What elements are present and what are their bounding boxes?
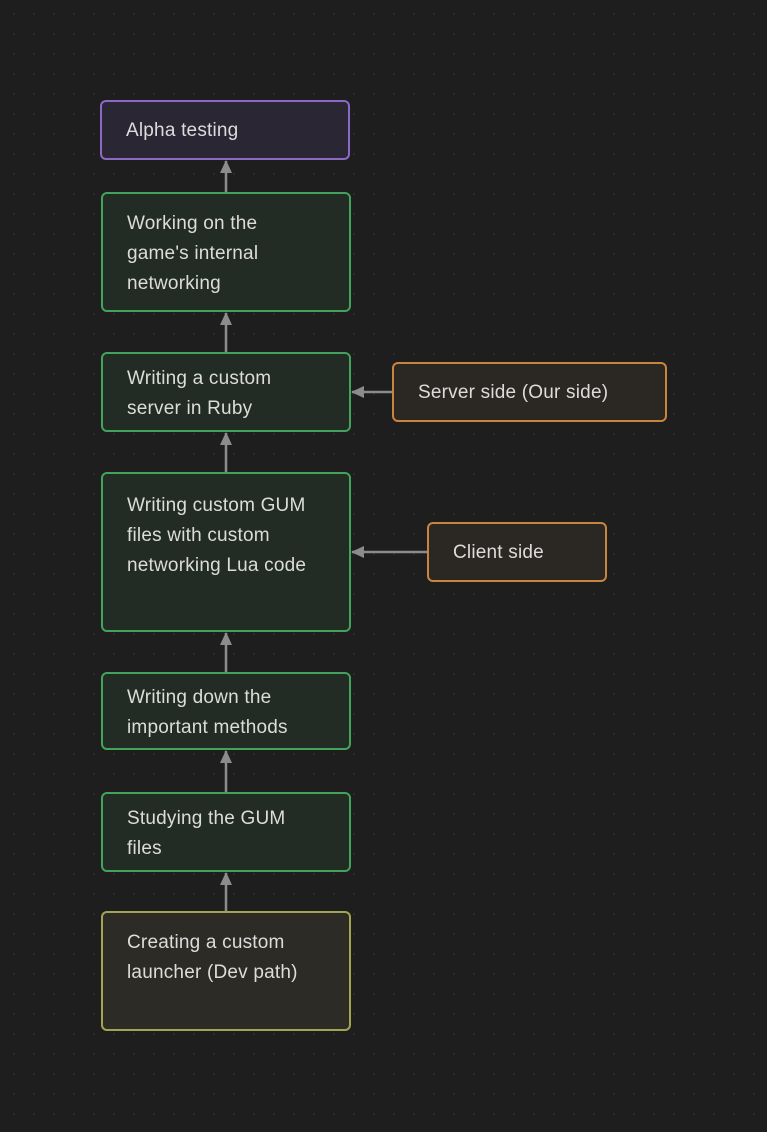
node-custom-server[interactable]: Writing a custom server in Ruby <box>101 352 351 432</box>
node-custom-server-label: Writing a custom server in Ruby <box>127 368 272 419</box>
node-server-side[interactable]: Server side (Our side) <box>392 362 667 422</box>
node-internal-networking[interactable]: Working on the game's internal networkin… <box>101 192 351 312</box>
node-server-side-label: Server side (Our side) <box>418 382 609 403</box>
node-important-methods[interactable]: Writing down the important methods <box>101 672 351 750</box>
node-client-side[interactable]: Client side <box>427 522 607 582</box>
node-studying-gum[interactable]: Studying the GUM files <box>101 792 351 872</box>
node-internal-networking-label: Working on the game's internal networkin… <box>127 213 259 294</box>
node-studying-gum-label: Studying the GUM files <box>127 808 286 859</box>
node-alpha-testing-label: Alpha testing <box>126 120 239 141</box>
node-important-methods-label: Writing down the important methods <box>127 687 288 738</box>
node-custom-gum-files[interactable]: Writing custom GUM files with custom net… <box>101 472 351 632</box>
node-client-side-label: Client side <box>453 542 544 563</box>
node-custom-launcher[interactable]: Creating a custom launcher (Dev path) <box>101 911 351 1031</box>
node-custom-launcher-label: Creating a custom launcher (Dev path) <box>127 932 298 983</box>
node-alpha-testing[interactable]: Alpha testing <box>100 100 350 160</box>
node-custom-gum-files-label: Writing custom GUM files with custom net… <box>127 495 307 576</box>
